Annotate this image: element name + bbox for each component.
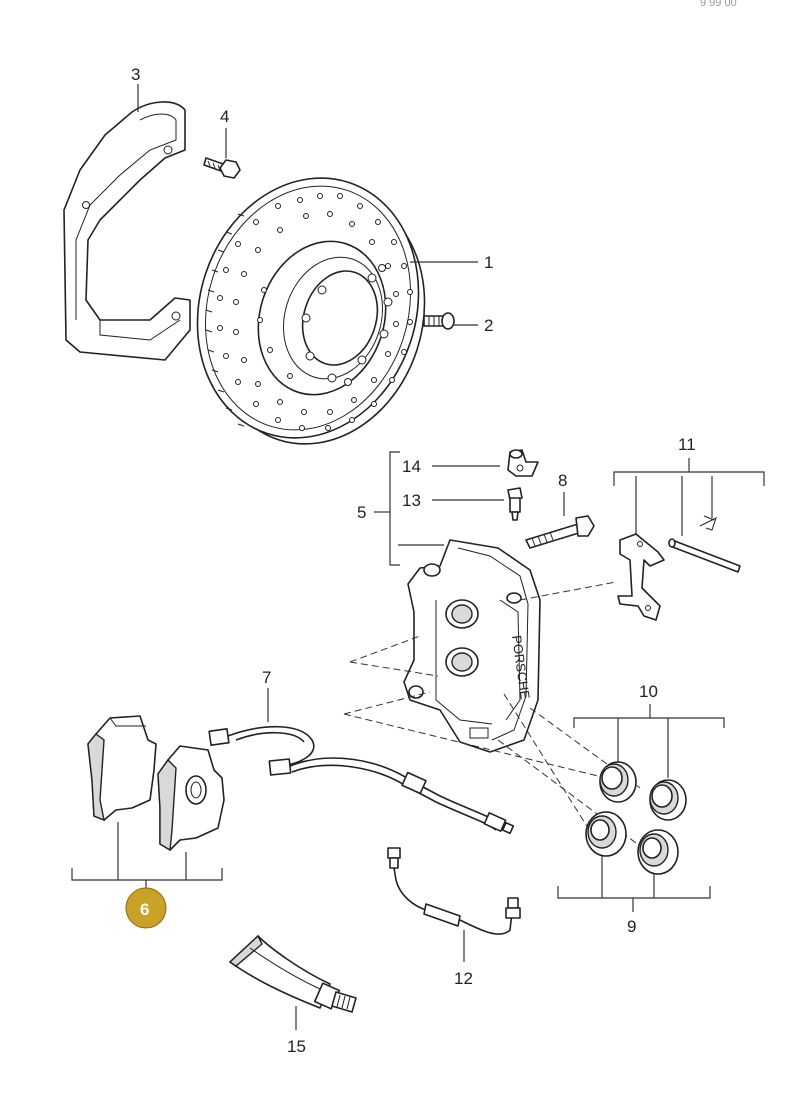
screw-part-2[interactable]	[423, 312, 455, 330]
brake-pad-part-6b[interactable]	[157, 745, 225, 852]
callout-1: 1	[484, 253, 493, 272]
callout-2: 2	[484, 316, 493, 335]
brake-shield-part-3[interactable]	[63, 101, 191, 361]
disc-vane-ticks	[205, 213, 245, 427]
callout-9: 9	[627, 917, 636, 936]
dust-seal-part-9b[interactable]	[637, 829, 679, 875]
brake-pad-part-6a[interactable]	[87, 715, 157, 822]
piston-seal-part-10b[interactable]	[649, 779, 687, 821]
callout-13: 13	[402, 491, 421, 510]
bleed-valve-cap-part-14[interactable]	[507, 449, 539, 477]
callout-7: 7	[262, 668, 271, 687]
callout-8: 8	[558, 471, 567, 490]
brake-line-part-12[interactable]	[387, 847, 521, 935]
brake-caliper-part-5[interactable]: PORSCHE	[403, 539, 541, 753]
callout-14: 14	[402, 457, 421, 476]
callout-4: 4	[220, 107, 229, 126]
callout-3: 3	[131, 65, 140, 84]
spreader-spring-part-11[interactable]	[617, 533, 665, 621]
corner-reference-text: 9 99 00	[700, 0, 737, 9]
bolt-part-4[interactable]	[203, 157, 241, 179]
callout-5: 5	[357, 503, 366, 522]
callout-6: 6	[140, 900, 149, 919]
callout-15: 15	[287, 1037, 306, 1056]
brake-disc-part-1[interactable]	[164, 149, 456, 472]
callout-6-badge[interactable]: 6	[125, 887, 167, 929]
piston-seal-part-10a[interactable]	[599, 761, 637, 803]
wear-sensor-part-7[interactable]	[208, 725, 515, 835]
grease-tube-part-15[interactable]	[228, 934, 357, 1013]
guide-bolt-part-8[interactable]	[525, 515, 595, 549]
retaining-pin-part-11[interactable]	[668, 538, 741, 573]
dust-seal-part-9a[interactable]	[585, 811, 627, 857]
disc-drilled-holes	[217, 193, 413, 431]
callout-12: 12	[454, 969, 473, 988]
bleed-valve-part-13[interactable]	[507, 487, 523, 521]
callout-10: 10	[639, 682, 658, 701]
retaining-clip-part-11[interactable]	[699, 515, 717, 531]
callout-11: 11	[678, 435, 696, 454]
